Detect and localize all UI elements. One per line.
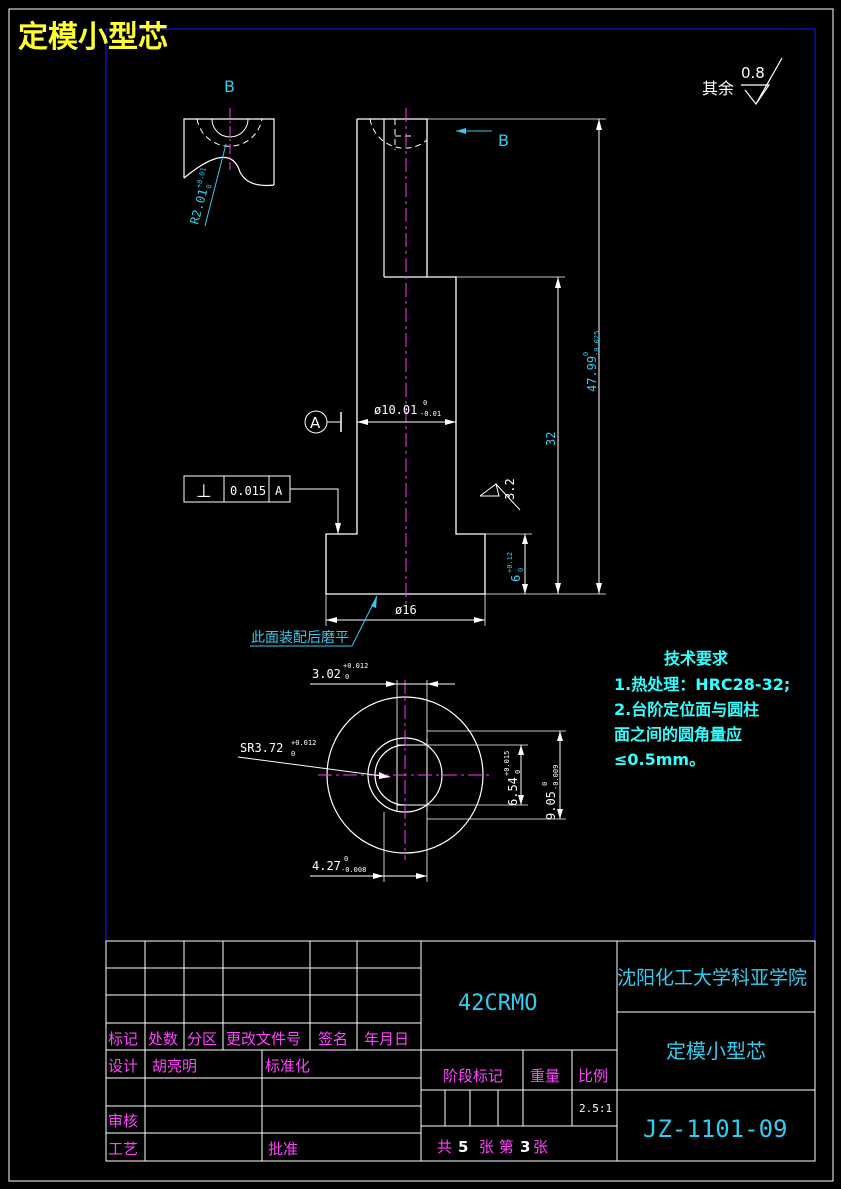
drawing-title: 定模小型芯 — [18, 20, 168, 55]
surface-finish-label: 其余 — [702, 79, 734, 98]
school-name: 沈阳化工大学科亚学院 — [617, 967, 807, 989]
scale-value: 2.5:1 — [579, 1102, 612, 1115]
part-name: 定模小型芯 — [666, 1039, 766, 1063]
header-change-doc: 更改文件号 — [226, 1030, 301, 1048]
sheet-total: 5 — [458, 1138, 468, 1156]
depth-inner-tol-lower: 0 — [514, 770, 522, 774]
tolerance-datum: A — [275, 484, 283, 498]
view-arrow-label: B — [498, 131, 509, 150]
tech-heading: 技术要求 — [664, 649, 729, 668]
bottom-width-dim: 4.27 — [312, 859, 341, 873]
stage-label: 阶段标记 — [443, 1067, 503, 1085]
sphere-radius-tol-upper: +0.012 — [291, 739, 316, 747]
tolerance-value: 0.015 — [230, 484, 266, 498]
base-height-dim: 6 — [509, 575, 523, 582]
base-height-tol-upper: +0.12 — [506, 552, 514, 573]
total-height-tol-lower: -0.025 — [593, 331, 601, 356]
header-sign: 签名 — [318, 1030, 348, 1048]
scale-label: 比例 — [578, 1067, 608, 1085]
sheet-count: 共 5 张 第 3 张 — [437, 1138, 548, 1156]
sphere-radius-tol-lower: 0 — [291, 750, 295, 758]
sheet-mid: 张 第 — [479, 1138, 514, 1156]
main-view: B 47.99 0 -0.025 32 6 +0.12 0 — [183, 108, 606, 647]
header-count: 处数 — [148, 1030, 178, 1048]
sheet-suffix: 张 — [533, 1138, 548, 1156]
radius-tol-lower: 0 — [205, 183, 214, 189]
roughness-local: 3.2 — [503, 478, 517, 500]
depth-outer-tol-lower: -0.009 — [552, 765, 560, 790]
surface-finish-value: 0.8 — [741, 64, 765, 82]
review-label: 审核 — [108, 1112, 138, 1130]
tech-requirements: 技术要求 1.热处理：HRC28-32; 2.台阶定位面与圆柱 面之间的圆角量应… — [614, 649, 790, 769]
tolerance-frame: ⊥ 0.015 A — [183, 475, 341, 534]
process-label: 工艺 — [108, 1140, 138, 1158]
title-block-text: 标记 处数 分区 更改文件号 签名 年月日 设计 胡亮明 标准化 审核 工艺 批… — [108, 967, 807, 1158]
sphere-radius-dim: SR3.72 — [240, 741, 283, 755]
slot-width-dim: 3.02 — [312, 667, 341, 681]
section-label-b: B — [224, 77, 235, 96]
total-height-tol-upper: 0 — [582, 352, 590, 356]
mid-height-dim: 32 — [544, 432, 558, 446]
surface-finish-symbol — [741, 84, 771, 106]
header-date: 年月日 — [364, 1030, 409, 1048]
slot-width-tol-upper: +0.012 — [343, 662, 368, 670]
tech-line-4: ≤0.5mm。 — [614, 750, 705, 769]
tech-line-1: 1.热处理：HRC28-32; — [614, 675, 790, 694]
header-mark: 标记 — [108, 1030, 138, 1048]
standard-label: 标准化 — [265, 1057, 310, 1075]
depth-outer-dim: 9.05 — [544, 791, 558, 820]
dia-shaft-tol-lower: -0.01 — [420, 410, 441, 418]
title-block — [105, 940, 816, 1162]
sheet-current: 3 — [520, 1138, 530, 1156]
top-view: 3.02 +0.012 0 SR3.72 +0.012 0 6.54 +0.01… — [237, 662, 566, 882]
outer-border — [8, 8, 834, 1182]
base-height-tol-lower: 0 — [517, 568, 525, 572]
weight-label: 重量 — [530, 1067, 560, 1085]
sheet-prefix: 共 — [437, 1138, 452, 1156]
header-zone: 分区 — [187, 1030, 217, 1048]
note-flat: 此面装配后磨平 — [251, 630, 349, 646]
depth-outer-tol-upper: 0 — [541, 782, 549, 786]
bottom-width-tol-upper: 0 — [344, 855, 348, 863]
datum-a-label: A — [310, 414, 321, 432]
dia-shaft-tol-upper: 0 — [423, 399, 427, 407]
approve-label: 批准 — [268, 1140, 298, 1158]
depth-inner-tol-upper: +0.015 — [503, 751, 511, 776]
depth-inner-dim: 6.54 — [506, 777, 520, 806]
surface-finish-note: 其余 0.8 — [702, 57, 783, 106]
dia-shaft-dim: ø10.01 — [374, 403, 417, 417]
base-dia-dim: ø16 — [395, 603, 417, 617]
bottom-width-tol-lower: -0.008 — [341, 866, 366, 874]
drawing-number: JZ-1101-09 — [643, 1115, 788, 1143]
design-label: 设计 — [108, 1057, 138, 1075]
tech-line-2: 2.台阶定位面与圆柱 — [614, 700, 759, 719]
total-height-dim: 47.99 — [585, 356, 599, 392]
material: 42CRMO — [458, 991, 537, 1016]
designer-name: 胡亮明 — [152, 1057, 197, 1075]
tech-line-3: 面之间的圆角量应 — [614, 725, 742, 744]
slot-width-tol-lower: 0 — [345, 673, 349, 681]
perpendicularity-icon: ⊥ — [196, 481, 212, 502]
